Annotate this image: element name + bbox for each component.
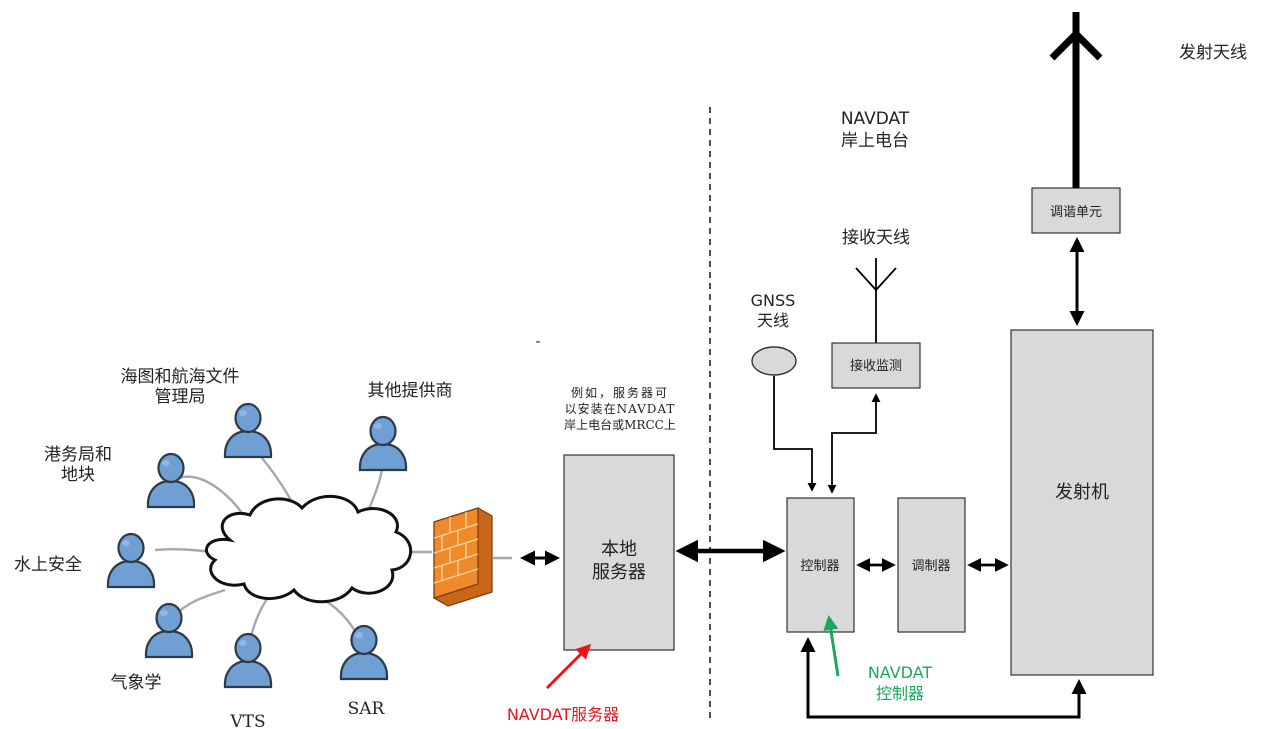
port-authority-label-line1: 港务局和 <box>44 445 112 465</box>
shore-station-label-line2: 岸上电台 <box>841 131 909 151</box>
navdat-controller-label-line2: 控制器 <box>876 684 924 703</box>
tuning-unit-label: 调谐单元 <box>1050 205 1102 220</box>
maritime-safety-label: 水上安全 <box>14 555 82 575</box>
gnss-controller-arrow <box>773 376 817 492</box>
vts-label: VTS <box>229 712 265 729</box>
server-note-line2: 以安装在NAVDAT <box>565 401 676 416</box>
navdat-server-pointer <box>545 643 592 690</box>
person-icon-vts <box>223 632 273 689</box>
local-server-label-line2: 服务器 <box>592 562 646 583</box>
controller-label: 控制器 <box>800 559 839 574</box>
rx-antenna-label: 接收天线 <box>842 228 910 248</box>
transmitter-box <box>1010 329 1154 676</box>
transmitter-label: 发射机 <box>1055 482 1109 503</box>
person-icon-other-providers <box>358 415 408 472</box>
person-icon-maritime-safety <box>106 532 156 589</box>
navdat-controller-pointer <box>823 615 840 677</box>
controller-monitor-arrow <box>827 393 881 494</box>
server-note-line1: 例如，服务器可 <box>571 385 669 400</box>
modulator-box <box>897 497 966 633</box>
gnss-label-line2: 天线 <box>757 311 789 330</box>
gnss-antenna-icon <box>751 346 797 376</box>
navdat-controller-label-line1: NAVDAT <box>868 663 933 682</box>
dash-mark: - <box>535 334 540 350</box>
rx-monitor-label: 接收监测 <box>850 358 902 374</box>
transmitter-feedback-arrow <box>800 637 1087 719</box>
tx-antenna-icon <box>1049 12 1103 188</box>
person-icon-sar <box>339 624 389 681</box>
navdat-server-label: NAVDAT服务器 <box>507 705 619 724</box>
person-icon-chart-agency <box>223 402 273 459</box>
sar-label: SAR <box>348 699 386 719</box>
cloud-icon <box>204 494 413 604</box>
person-icon-port-authority <box>146 452 196 509</box>
gnss-label-line1: GNSS <box>751 291 796 310</box>
port-authority-label-line2: 地块 <box>61 465 95 485</box>
other-providers-label: 其他提供商 <box>368 381 453 401</box>
person-icon-meteorology <box>144 602 194 659</box>
tx-antenna-label: 发射天线 <box>1179 43 1247 63</box>
local-server-box <box>563 454 675 651</box>
modulator-label: 调制器 <box>911 559 950 574</box>
firewall-icon <box>433 507 493 607</box>
local-server-label-line1: 本地 <box>601 539 637 560</box>
shore-station-label-line1: NAVDAT <box>841 109 910 129</box>
chart-agency-label-line1: 海图和航海文件 <box>121 367 240 387</box>
rx-antenna-icon <box>855 258 897 343</box>
user-network: 海图和航海文件 管理局 其他提供商 港务局和 地块 水上安全 气象学 VTS S… <box>14 367 512 729</box>
controller-box <box>786 497 855 633</box>
chart-agency-label-line2: 管理局 <box>155 387 206 407</box>
rx-monitor-box <box>831 342 921 389</box>
meteorology-label: 气象学 <box>111 673 162 693</box>
server-note-line3: 岸上电台或MRCC上 <box>564 417 676 432</box>
